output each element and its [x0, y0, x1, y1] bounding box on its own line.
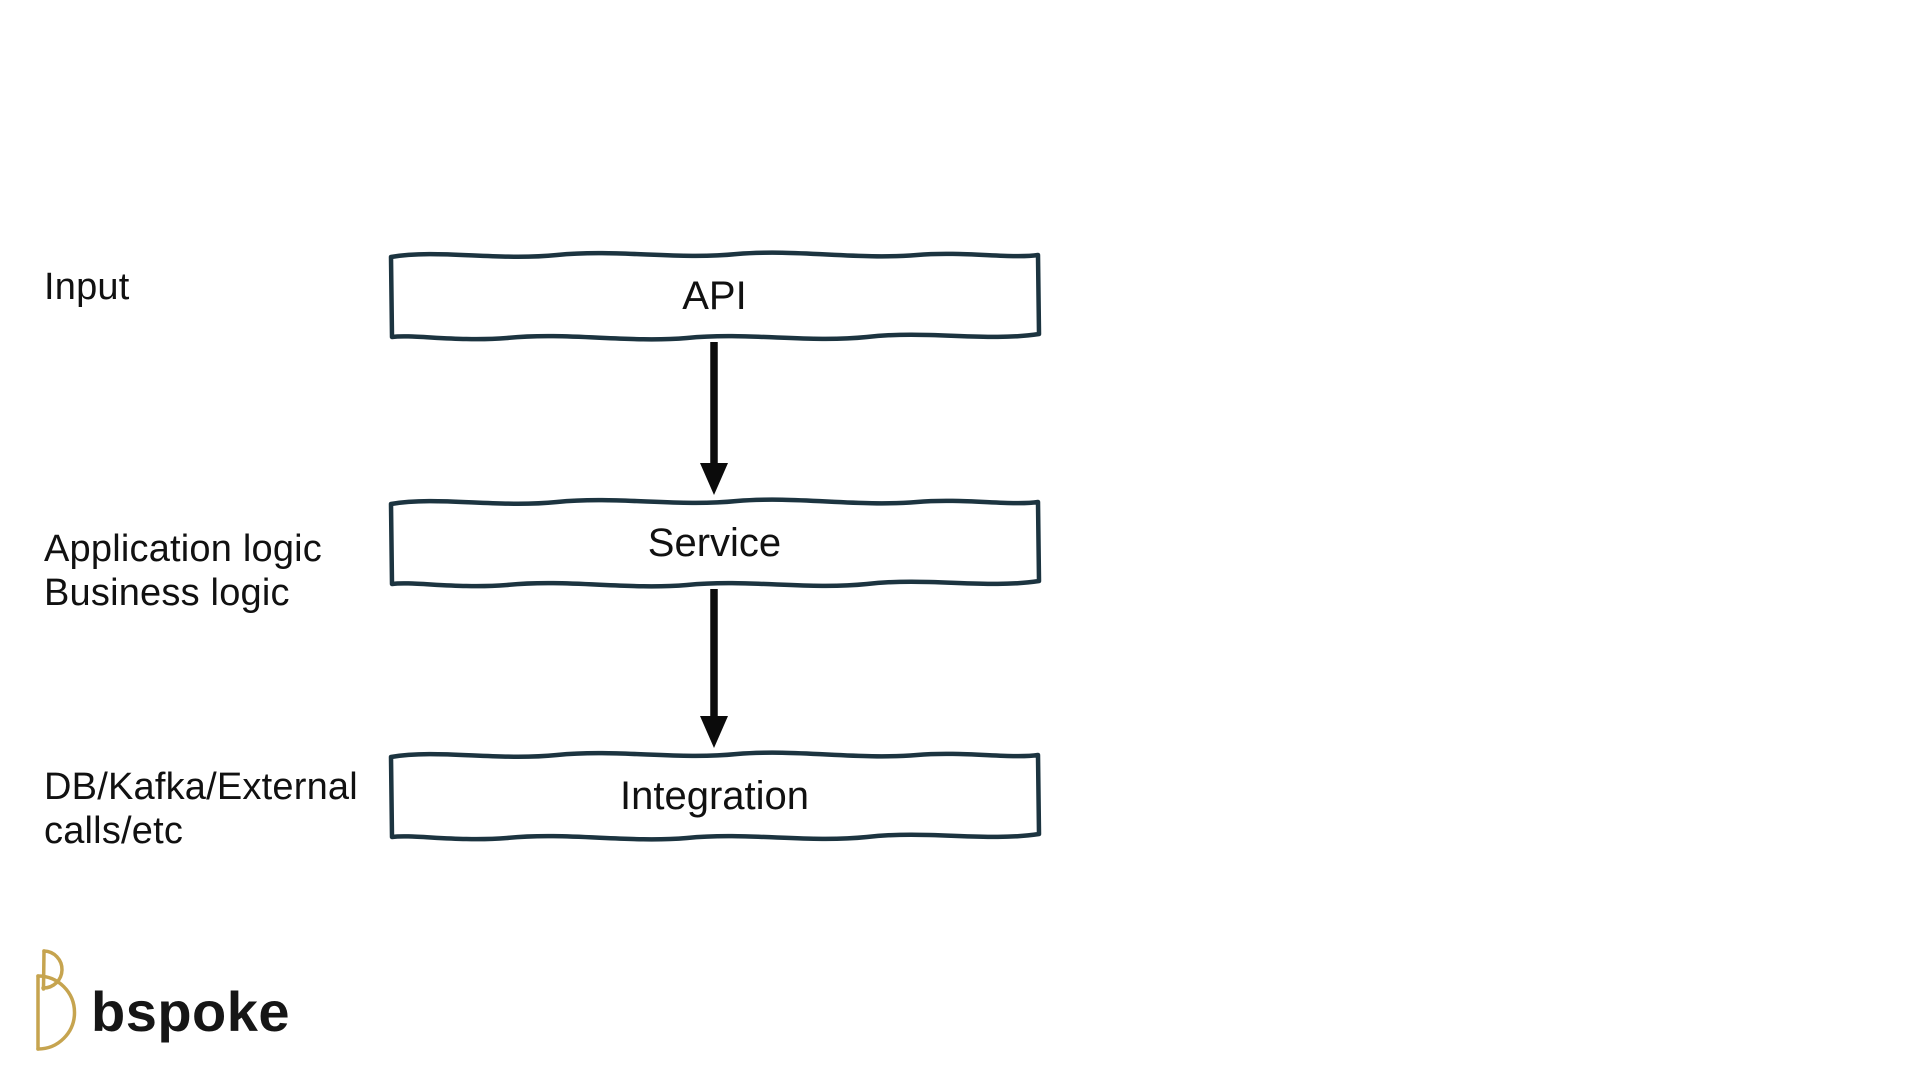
- arrow-api-to-service: [700, 342, 728, 495]
- arrow-service-to-integration: [700, 589, 728, 748]
- side-label-application-logic-line2: Business logic: [44, 572, 290, 614]
- bspoke-logo-text: bspoke: [91, 980, 291, 1043]
- side-label-application-logic-line1: Application logic: [44, 528, 323, 570]
- side-label-db-line1: DB/Kafka/External: [44, 766, 358, 808]
- logo-small-stem: [41, 949, 46, 991]
- side-label-input-line: Input: [44, 266, 130, 308]
- logo-large-arc: [36, 974, 77, 1051]
- logo-small-arc: [41, 949, 64, 990]
- side-label-db-line2: calls/etc: [44, 810, 184, 852]
- box-integration-label: Integration: [619, 774, 810, 818]
- side-label-db-kafka-external: DB/Kafka/External calls/etc: [44, 765, 358, 853]
- bspoke-logo-icon: [36, 949, 77, 1051]
- box-api-label: API: [682, 274, 747, 318]
- diagram-graphics: [387, 250, 1042, 840]
- layer-diagram: API Service Integration: [387, 250, 1042, 840]
- side-label-application-logic: Application logic Business logic: [44, 527, 322, 615]
- box-service-label: Service: [647, 521, 782, 565]
- side-label-input: Input: [44, 265, 130, 309]
